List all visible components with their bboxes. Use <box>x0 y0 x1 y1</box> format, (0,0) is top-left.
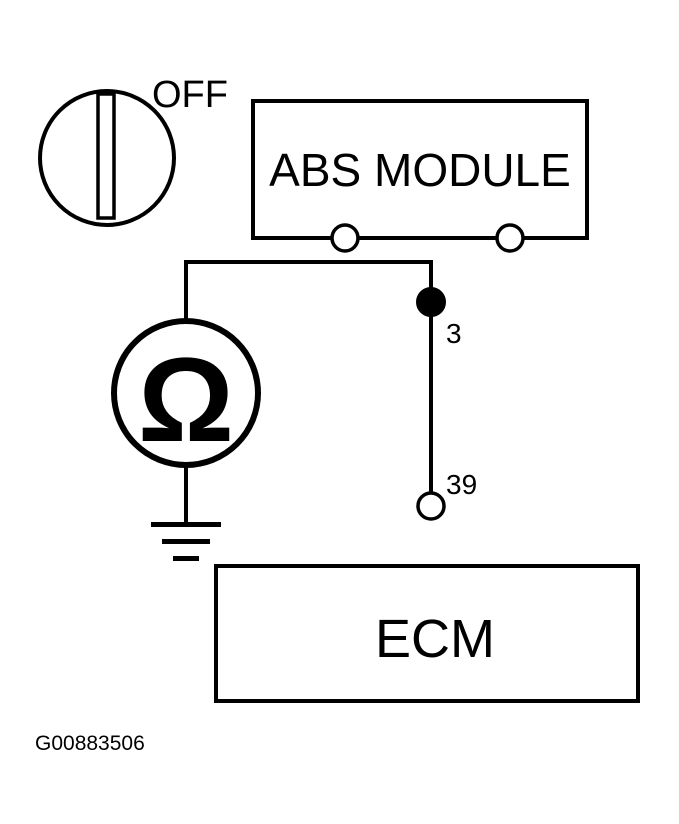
figure-id-label: G00883506 <box>35 732 145 755</box>
abs-terminal-connector-right <box>495 223 525 253</box>
pin-39-label: 39 <box>446 469 477 500</box>
ecm-box <box>214 564 640 703</box>
ohmmeter-symbol: Ω <box>138 333 234 467</box>
ohmmeter-icon: Ω <box>111 318 261 468</box>
ground-symbol-icon <box>151 522 221 561</box>
abs-terminal-connector-left <box>330 223 360 253</box>
switch-position-label: OFF <box>152 74 228 116</box>
ecm-label: ECM <box>375 609 495 669</box>
pin-3-label: 3 <box>446 318 462 349</box>
wire-meter-to-abs-pin <box>184 260 433 327</box>
abs-module-label: ABS MODULE <box>269 144 571 196</box>
pin-3-connector <box>416 287 446 317</box>
ignition-key-switch-icon <box>38 89 176 227</box>
pin-39-connector <box>416 491 446 521</box>
abs-module-box <box>251 99 589 240</box>
